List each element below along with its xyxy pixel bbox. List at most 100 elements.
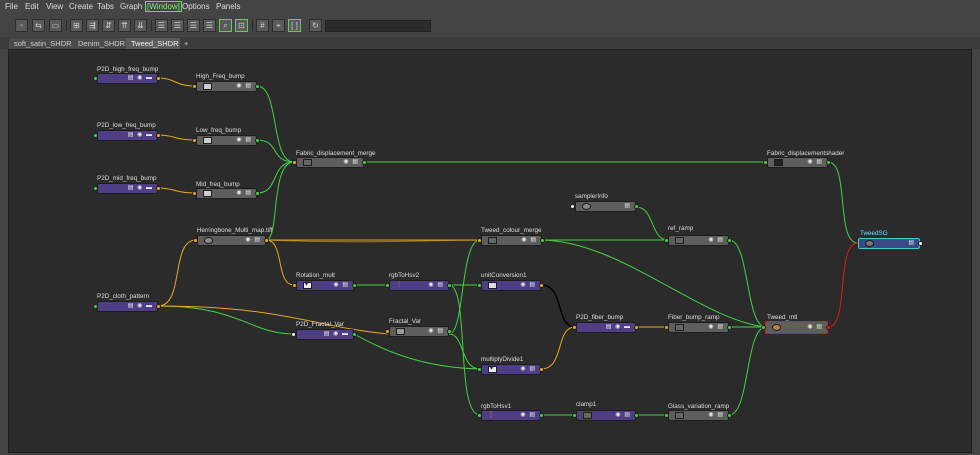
node-mid-freq-bump[interactable]: ◉ ▤: [196, 188, 257, 199]
output-port[interactable]: [826, 325, 831, 330]
input-port[interactable]: [761, 325, 766, 330]
input-port[interactable]: [477, 238, 482, 243]
input-port[interactable]: [192, 84, 197, 89]
output-port[interactable]: [255, 191, 260, 196]
input-port[interactable]: [570, 204, 575, 209]
node-buttons[interactable]: ◉ ▤: [520, 366, 536, 372]
node-buttons[interactable]: ▤ ◉ ▬: [127, 132, 153, 138]
output-port[interactable]: [156, 76, 161, 81]
output-port[interactable]: [352, 332, 357, 337]
input-port[interactable]: [664, 325, 669, 330]
node-p2d-mid-freq-bump[interactable]: ▤ ◉ ▬: [97, 183, 158, 194]
input-port[interactable]: [192, 138, 197, 143]
node-tweed-sg[interactable]: ▤: [858, 238, 920, 249]
node-buttons[interactable]: ▤ ◉ ▬: [605, 324, 631, 330]
input-port[interactable]: [385, 283, 390, 288]
input-port[interactable]: [572, 413, 577, 418]
list-icon[interactable]: ☰: [155, 19, 168, 32]
input-port[interactable]: [192, 191, 197, 196]
up-stream-icon[interactable]: ⇈: [118, 19, 131, 32]
node-graph-canvas[interactable]: [8, 49, 972, 453]
node-buttons[interactable]: ▤ ◉ ▬: [127, 303, 153, 309]
output-port[interactable]: [727, 238, 732, 243]
output-port[interactable]: [447, 283, 452, 288]
output-port[interactable]: [447, 329, 452, 334]
output-port[interactable]: [264, 238, 269, 243]
input-port[interactable]: [664, 413, 669, 418]
node-low-freq-bump[interactable]: ◉ ▤: [196, 135, 257, 146]
menu-window[interactable]: [Window]: [145, 1, 182, 12]
output-port[interactable]: [539, 367, 544, 372]
search-input[interactable]: [325, 20, 431, 32]
node-rgb-to-hsv2[interactable]: ⋮ ◉ ▤: [389, 280, 449, 291]
output-port[interactable]: [634, 204, 639, 209]
add-tab-button[interactable]: +: [180, 38, 193, 49]
output-port[interactable]: [156, 304, 161, 309]
node-buttons[interactable]: ▤ ◉ ▬: [127, 75, 153, 81]
pin-icon[interactable]: ⌖: [272, 19, 285, 32]
node-glass-variation-ramp[interactable]: ◉ ▤: [668, 410, 729, 421]
refresh-icon[interactable]: ↻: [309, 19, 322, 32]
output-port[interactable]: [539, 283, 544, 288]
node-tweed-mtl[interactable]: ◉ ▤: [765, 321, 828, 334]
input-port[interactable]: [93, 133, 98, 138]
node-buttons[interactable]: ◉ ▤: [521, 237, 537, 243]
output-port[interactable]: [727, 325, 732, 330]
node-buttons[interactable]: ◉ ▤: [236, 83, 252, 89]
output-port[interactable]: [540, 238, 545, 243]
node-p2d-fiber-bump[interactable]: ▤ ◉ ▬: [576, 322, 636, 333]
node-ref-ramp[interactable]: ◉ ▤: [668, 235, 729, 246]
input-port[interactable]: [93, 304, 98, 309]
node-fabric-displacement-merge[interactable]: ◉ ▤: [296, 157, 364, 168]
input-port[interactable]: [291, 332, 296, 337]
output-port[interactable]: [918, 241, 923, 246]
node-fabric-displacementshader[interactable]: ◉ ▤: [767, 157, 828, 168]
load-icon[interactable]: ⇆: [32, 19, 45, 32]
menu-options[interactable]: Options: [182, 2, 210, 11]
node-buttons[interactable]: ◉ ▤: [236, 137, 252, 143]
input-port[interactable]: [385, 329, 390, 334]
node-buttons[interactable]: ◉ ▤: [428, 282, 444, 288]
input-port[interactable]: [477, 283, 482, 288]
save-icon[interactable]: ▭: [49, 19, 62, 32]
layout-icon[interactable]: ⇶: [86, 19, 99, 32]
node-buttons[interactable]: ◉ ▤: [708, 324, 724, 330]
node-buttons[interactable]: ▤ ◉ ▬: [127, 185, 153, 191]
node-sampler-info[interactable]: ▤: [575, 201, 636, 212]
list-alt-icon[interactable]: ☰: [203, 19, 216, 32]
node-buttons[interactable]: ▤: [908, 240, 915, 246]
input-port[interactable]: [572, 325, 577, 330]
grid-snap-icon[interactable]: #: [256, 19, 269, 32]
menu-view[interactable]: View: [46, 2, 64, 11]
input-port[interactable]: [664, 238, 669, 243]
input-port[interactable]: [93, 186, 98, 191]
menu-edit[interactable]: Edit: [25, 2, 39, 11]
tab-tweed[interactable]: Tweed_SHDR: [126, 38, 184, 49]
node-buttons[interactable]: ◉ ▤: [343, 159, 359, 165]
table-icon[interactable]: ☰: [171, 19, 184, 32]
input-port[interactable]: [93, 76, 98, 81]
arrange-icon[interactable]: ⇵: [102, 19, 115, 32]
input-port[interactable]: [763, 160, 768, 165]
node-buttons[interactable]: ◉ ▤: [520, 282, 536, 288]
output-port[interactable]: [362, 160, 367, 165]
menu-create[interactable]: Create: [69, 2, 94, 11]
down-stream-icon[interactable]: ⇊: [134, 19, 147, 32]
node-buttons[interactable]: ◉ ▤: [708, 412, 724, 418]
node-p2d-fractal-var[interactable]: ▤ ◉ ▬: [296, 329, 354, 340]
node-tweed-colour-merge[interactable]: ◉ ▤: [481, 235, 542, 246]
output-port[interactable]: [634, 413, 639, 418]
node-buttons[interactable]: ▤ ◉ ▬: [323, 331, 349, 337]
menu-graph[interactable]: Graph: [120, 2, 143, 11]
output-port[interactable]: [727, 413, 732, 418]
frame-icon[interactable]: ⊡: [235, 19, 248, 32]
bracket-icon[interactable]: [ ]: [288, 19, 301, 32]
output-port[interactable]: [255, 84, 260, 89]
node-clamp1[interactable]: ◉ ▤: [576, 410, 636, 421]
node-buttons[interactable]: ▤: [624, 203, 631, 209]
input-port[interactable]: [292, 283, 297, 288]
node-p2d-cloth-pattern[interactable]: ▤ ◉ ▬: [97, 301, 158, 312]
node-buttons[interactable]: ◉ ▤: [708, 237, 724, 243]
node-buttons[interactable]: ◉ ▤: [807, 159, 823, 165]
input-port[interactable]: [477, 367, 482, 372]
